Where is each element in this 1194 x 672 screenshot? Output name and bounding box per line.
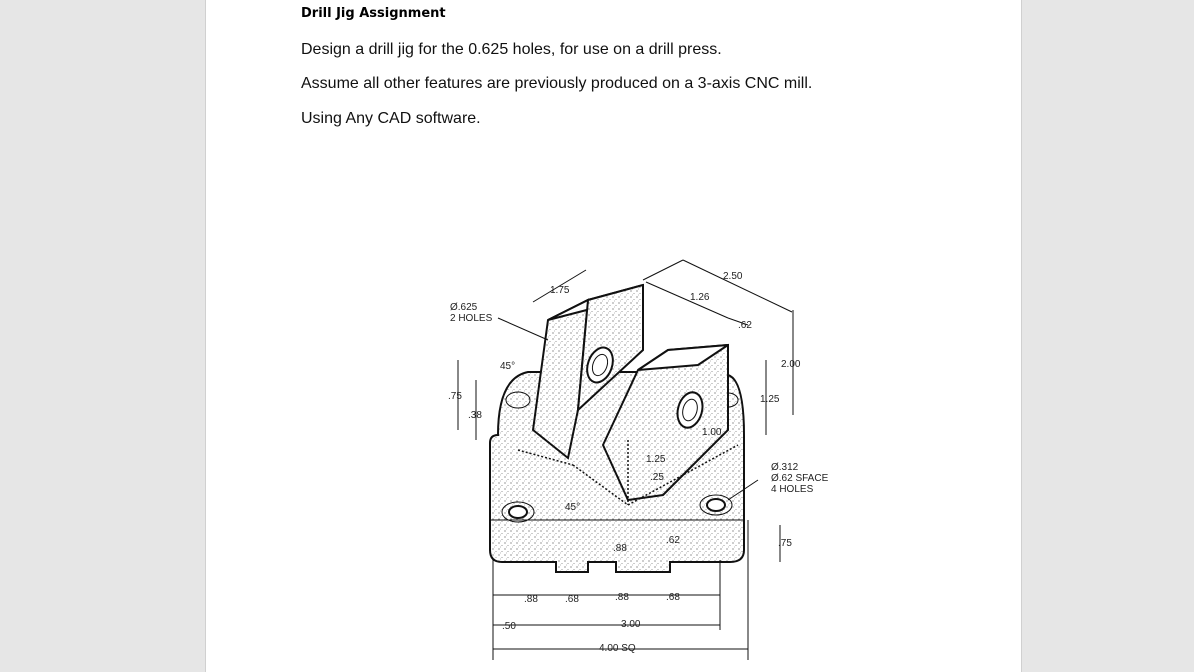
label-sface: Ø.62 SFACE [771, 473, 829, 484]
dim-0-25: .25 [650, 472, 664, 483]
dim-0-68-b: .68 [666, 592, 680, 603]
dim-0-75-left: .75 [448, 391, 462, 402]
dim-1-25: 1.25 [760, 394, 780, 405]
dim-1-00: 1.00 [702, 427, 722, 438]
paragraph-3: Using Any CAD software. [301, 110, 481, 127]
dim-1-26: 1.26 [690, 292, 710, 303]
dim-4-00-sq: 4.00 SQ [599, 643, 636, 654]
paragraph-1: Design a drill jig for the 0.625 holes, … [301, 41, 722, 58]
dim-0-38: .38 [468, 410, 482, 421]
dim-0-62-top: .62 [738, 320, 752, 331]
dimension-lines [457, 259, 794, 660]
label-4-holes: 4 HOLES [771, 484, 814, 495]
dim-45-deg-b: 45° [565, 502, 580, 513]
label-2-holes: 2 HOLES [450, 313, 493, 324]
v-groove-lines [517, 440, 739, 506]
document-page: Drill Jig Assignment Design a drill jig … [205, 0, 1022, 672]
drill-jig-drawing: 1.75 2.50 1.26 .62 Ø.625 2 HOLES 45° 2.0… [438, 200, 858, 672]
dim-0-88-a: .88 [524, 594, 538, 605]
dim-2-50: 2.50 [723, 271, 743, 282]
dim-0-88-b: .88 [615, 592, 629, 603]
paragraph-2: Assume all other features are previously… [301, 75, 813, 92]
dim-45-deg-a: 45° [500, 361, 515, 372]
dim-1-75: 1.75 [550, 285, 570, 296]
dim-0-68-a: .68 [565, 594, 579, 605]
dim-1-25-b: 1.25 [646, 454, 666, 465]
dim-0-62-mid: .62 [666, 535, 680, 546]
technical-drawing-svg: 1.75 2.50 1.26 .62 Ø.625 2 HOLES 45° 2.0… [448, 259, 829, 660]
document-title: Drill Jig Assignment [301, 6, 446, 21]
label-hole-312: Ø.312 [771, 462, 799, 473]
label-hole-625: Ø.625 [450, 302, 478, 313]
dim-0-75-right: .75 [778, 538, 792, 549]
dim-0-50: .50 [502, 621, 516, 632]
right-v-block [601, 343, 729, 502]
dim-3-00: 3.00 [621, 619, 641, 630]
dim-0-88-mid: .88 [613, 543, 627, 554]
dim-2-00: 2.00 [781, 359, 801, 370]
